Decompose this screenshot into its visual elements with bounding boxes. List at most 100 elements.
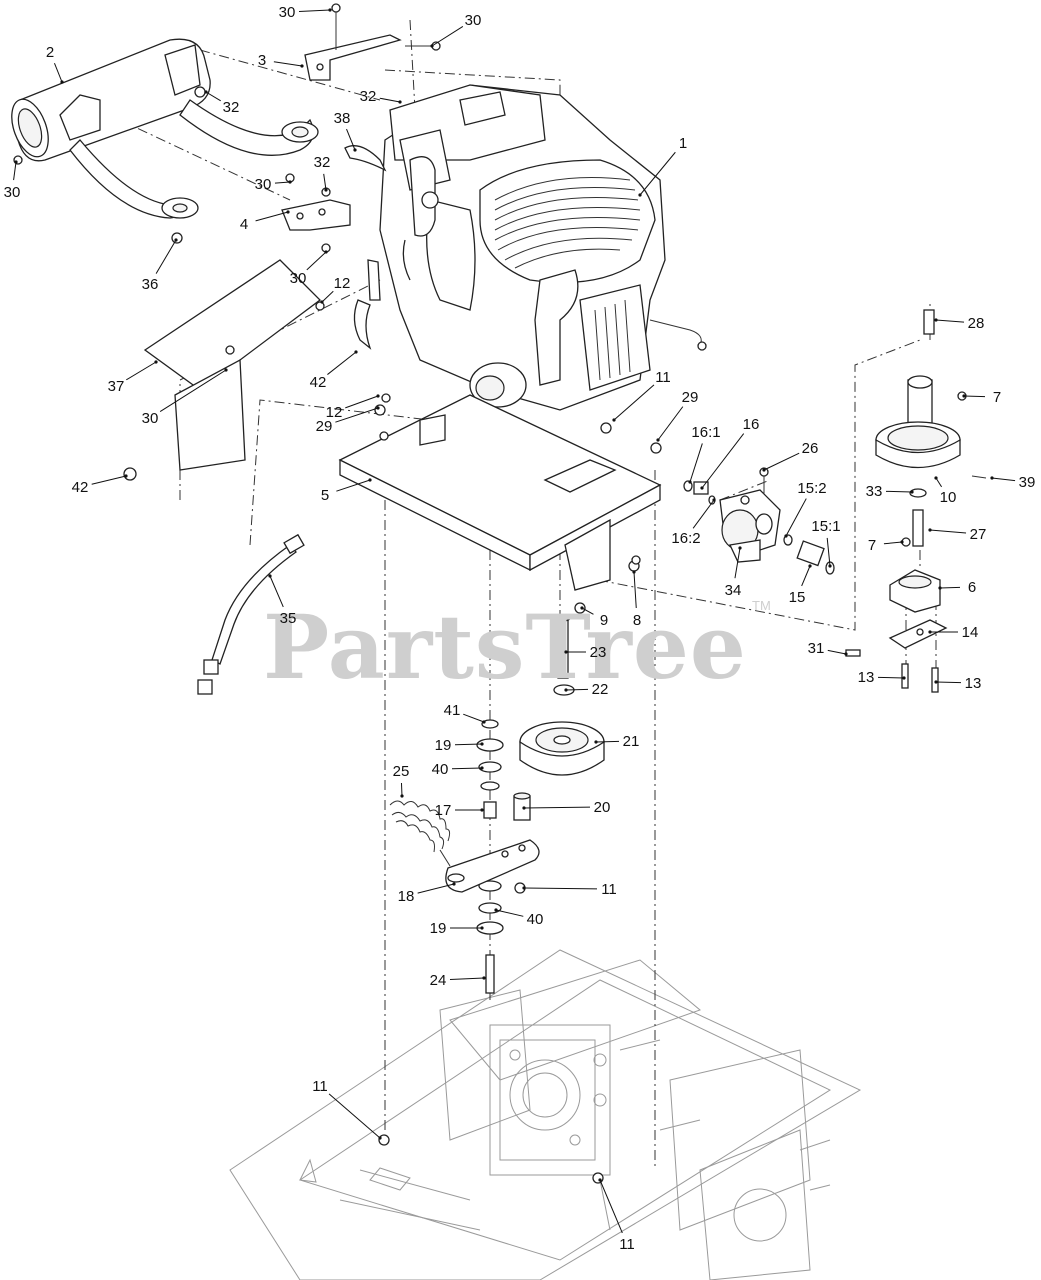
callout-label: 10 <box>940 489 957 506</box>
leader-line <box>463 713 485 723</box>
callout-2: 2 <box>46 44 64 84</box>
callout-label: 25 <box>393 763 410 780</box>
leader-line <box>13 161 17 181</box>
callout-label: 24 <box>430 972 447 989</box>
hydraulic-pump <box>719 467 781 563</box>
leader-line <box>449 977 485 980</box>
leader-line <box>327 351 357 375</box>
callout-label: 13 <box>858 669 875 686</box>
callout-26: 26 <box>762 440 818 472</box>
leader-tip <box>712 498 716 502</box>
leader-line <box>274 181 291 184</box>
hose-38 <box>344 145 387 172</box>
callout-label: 33 <box>866 483 883 500</box>
leader-line <box>495 909 524 917</box>
leader-line <box>826 537 831 567</box>
leader-tip <box>990 476 994 480</box>
leader-line <box>155 239 177 274</box>
callout-1: 1 <box>638 135 687 197</box>
leader-tip <box>482 976 486 980</box>
leader-line <box>935 681 962 684</box>
callout-label: 30 <box>142 410 159 427</box>
callout-label: 41 <box>444 702 461 719</box>
leader-line <box>827 649 847 655</box>
callout-16: 16 <box>700 416 759 490</box>
leader-line <box>657 406 684 441</box>
callout-label: 26 <box>802 440 819 457</box>
callout-label: 7 <box>993 389 1001 406</box>
engine <box>379 84 707 411</box>
leader-line <box>785 498 807 537</box>
callout-label: 40 <box>527 911 544 928</box>
leader-line <box>335 407 379 423</box>
bracket-4 <box>281 173 351 253</box>
callout-32: 32 <box>204 90 239 116</box>
callout-label: 32 <box>314 154 331 171</box>
leader-tip <box>612 418 616 422</box>
leader-tip <box>480 766 484 770</box>
callout-label: 37 <box>108 378 125 395</box>
callout-30: 30 <box>4 160 20 201</box>
callout-42: 42 <box>72 474 128 496</box>
callout-7: 7 <box>962 389 1001 406</box>
leader-line <box>345 395 379 409</box>
leader-tip <box>480 926 484 930</box>
leader-tip <box>828 564 832 568</box>
callout-label: 14 <box>962 624 979 641</box>
callout-label: 5 <box>321 487 329 504</box>
leader-tip <box>378 1136 382 1140</box>
callout-label: 15:1 <box>811 518 840 535</box>
callout-3: 3 <box>258 52 304 69</box>
leader-line <box>523 806 591 809</box>
drive-pulley <box>875 309 987 547</box>
leader-tip <box>174 238 178 242</box>
callout-label: 42 <box>310 374 327 391</box>
callout-29: 29 <box>316 406 380 435</box>
leader-line <box>763 452 800 471</box>
callout-40: 40 <box>494 908 543 928</box>
leader-line <box>885 490 913 493</box>
leader-line <box>963 395 986 398</box>
callout-19: 19 <box>430 920 484 937</box>
callout-label: 19 <box>435 737 452 754</box>
leader-line <box>298 9 331 12</box>
leader-tip <box>656 438 660 442</box>
callout-label: 27 <box>970 526 987 543</box>
callout-label: 31 <box>808 640 825 657</box>
leader-line <box>929 529 967 534</box>
nut-11-frame-right <box>592 1172 604 1184</box>
callout-16-2: 16:2 <box>671 498 716 547</box>
callout-label: 28 <box>968 315 985 332</box>
callout-10: 10 <box>934 476 956 506</box>
leader-line <box>639 151 676 196</box>
leader-line <box>273 61 303 67</box>
watermark-text: PartsTree <box>263 595 747 699</box>
leader-tip <box>900 540 904 544</box>
callout-32: 32 <box>360 88 402 105</box>
callout-label: 42 <box>72 479 89 496</box>
leader-tip <box>580 606 584 610</box>
leader-tip <box>844 652 848 656</box>
callout-24: 24 <box>430 972 486 989</box>
callout-label: 30 <box>255 176 272 193</box>
hose-42-upper <box>353 259 381 350</box>
callout-8: 8 <box>632 570 641 629</box>
callout-15-1: 15:1 <box>811 518 841 568</box>
leader-tip <box>934 318 938 322</box>
callout-label: 16 <box>743 416 760 433</box>
callout-label: 9 <box>600 612 608 629</box>
callout-label: 12 <box>326 404 343 421</box>
callout-label: 32 <box>223 99 240 116</box>
callout-label: 15 <box>789 589 806 606</box>
leader-tip <box>224 368 228 372</box>
leader-line <box>53 62 63 83</box>
leader-line <box>205 91 221 102</box>
leader-tip <box>400 794 404 798</box>
callout-6: 6 <box>938 579 976 596</box>
callout-label: 12 <box>334 275 351 292</box>
leader-line <box>451 767 483 770</box>
leader-tip <box>154 360 158 364</box>
engine-mount-plate <box>338 393 662 614</box>
leader-tip <box>482 720 486 724</box>
